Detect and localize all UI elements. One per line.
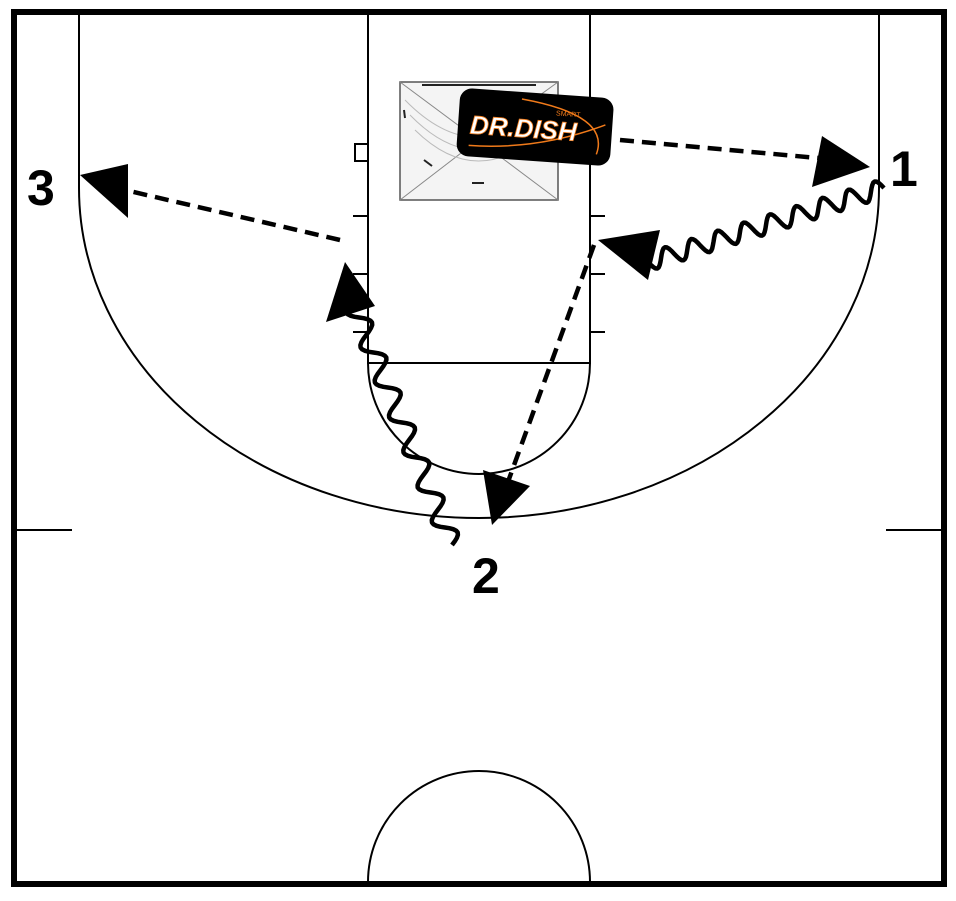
lane-block <box>354 143 369 162</box>
player-1-label: 1 <box>890 141 918 197</box>
pass-arrowhead-to-2 <box>483 470 530 525</box>
pass-arrowhead-to-1 <box>812 136 870 187</box>
machine-ball-swoosh <box>521 98 599 155</box>
machine-ball-swoosh <box>468 124 606 147</box>
pass-line-to-2 <box>502 244 597 491</box>
player-2-label: 2 <box>472 548 500 604</box>
pass-line-machine-to-1 <box>619 137 841 163</box>
dr-dish-machine: SMART DR.DISH <box>399 81 614 201</box>
pass-line-to-3 <box>124 187 341 243</box>
player-3-label: 3 <box>27 160 55 216</box>
court-boundary <box>11 9 947 887</box>
dribble-line-1 <box>646 179 886 271</box>
machine-mark <box>423 159 433 167</box>
dribble-arrowhead-2 <box>326 262 375 322</box>
dribble-line-2 <box>343 298 461 547</box>
machine-mark <box>403 109 406 119</box>
dribble-arrowhead-1 <box>598 230 660 280</box>
machine-tagline: SMART <box>556 110 582 119</box>
lane <box>367 13 591 364</box>
pass-arrowhead-to-3 <box>80 164 128 218</box>
center-circle <box>367 770 591 883</box>
free-throw-circle <box>367 362 591 475</box>
three-point-arc <box>78 187 880 519</box>
